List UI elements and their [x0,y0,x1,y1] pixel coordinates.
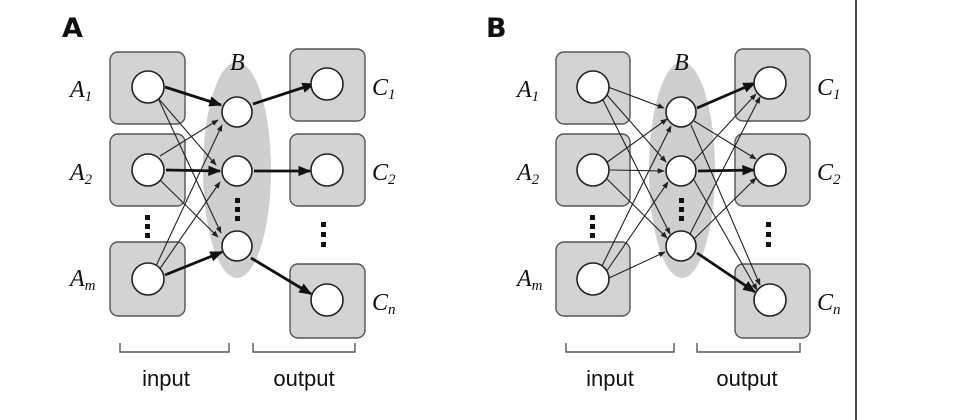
panel-a-edge [159,179,219,238]
panel-a-output-caption: output [273,366,334,391]
panel-a-edge [158,181,221,271]
panel-b-input-label-1: A1 [515,77,539,105]
panel-b-output-caption: output [716,366,777,391]
panel-a-output-ellipsis [321,222,326,247]
panel-b-strong-edge [697,165,756,176]
panel-a-edge [155,124,223,267]
panel-a-input-unit-2 [131,153,165,187]
panel-a-input-label-2: A2 [68,160,93,188]
panel-b-hidden-label: B [674,50,689,76]
panel-a: A [62,13,396,391]
panel-b-edge [693,93,757,162]
panel-a-input-unit-1 [131,70,165,104]
panel-b-edge [601,125,672,267]
panel-b-edge [689,96,761,235]
panel-a-input-label-m: Am [68,266,96,294]
panel-b-output-label-1: C1 [817,75,841,103]
panel-b-edge [609,168,665,174]
panel-a-strong-edge [164,85,223,107]
panel-b-edge [607,86,665,109]
panel-b-edge [605,181,669,273]
panel-b-output-unit-n [753,283,787,317]
panel-b-edge [605,177,668,239]
panel-a-strong-edge [165,165,222,176]
panel-a-output-label-1: C1 [372,75,396,103]
panel-a-strong-edge [250,256,313,296]
panel-a-output-label-2: C2 [372,160,396,188]
panel-b-input-label-m: Am [515,266,543,294]
panel-a-edge [157,97,217,166]
panel-a-input-bracket [119,343,230,353]
panel-a-edge [159,119,219,157]
panel-b-edge [693,177,757,240]
panel-b-input-bracket [565,343,675,353]
panel-b-input-unit-2 [576,153,610,187]
panel-a-input-ellipsis [145,215,150,238]
panel-a-hidden-label: B [230,50,245,76]
panel-a-hidden-ellipsis [235,198,240,221]
panel-b-hidden-unit-1 [665,96,697,128]
panel-b-hidden-unit-2 [665,155,697,187]
panel-a-hidden-unit-1 [221,96,253,128]
panel-b-input-ellipsis [590,215,595,238]
panel-a-output-unit-1 [310,67,344,101]
panel-b-input-label-2: A2 [515,160,540,188]
panel-b-output-label-n: Cn [817,290,841,318]
panel-a-strong-edge [164,250,224,277]
panel-a-output-unit-n [310,283,344,317]
panel-a-input-caption: input [142,366,190,391]
panel-b-edge [608,251,666,279]
panel-b-input-unit-m [576,262,610,296]
panel-b-strong-edge [696,81,757,110]
panel-b-edge [693,179,758,291]
panel-b-edge [605,93,667,163]
panel-a-output-bracket [252,343,356,353]
panel-b-output-ellipsis [766,222,771,247]
panel-a-letter: A [62,13,83,44]
panel-b-strong-edge [696,251,757,294]
panel-b-output-unit-2 [753,153,787,187]
panel-a-edge [157,97,222,234]
panel-b-hidden-unit-3 [665,230,697,262]
panel-b-output-label-2: C2 [817,160,841,188]
panel-b-hidden-ellipsis [679,198,684,221]
panel-b: B [486,13,841,391]
panel-a-output-label-n: Cn [372,290,396,318]
panel-b-edge [605,118,668,164]
panel-b-edge [602,99,671,235]
panel-a-hidden-unit-3 [221,230,253,262]
panel-b-output-unit-1 [753,66,787,100]
panel-a-hidden-unit-2 [221,155,253,187]
panel-b-output-bracket [696,343,801,353]
panel-b-input-unit-1 [576,70,610,104]
panel-b-letter: B [486,13,507,44]
panel-b-input-caption: input [586,366,634,391]
panel-a-input-unit-m [131,262,165,296]
panel-a-input-label-1: A1 [68,77,92,105]
panel-b-edge [693,120,757,160]
panel-a-output-unit-2 [310,153,344,187]
panel-a-strong-edge [252,82,316,106]
